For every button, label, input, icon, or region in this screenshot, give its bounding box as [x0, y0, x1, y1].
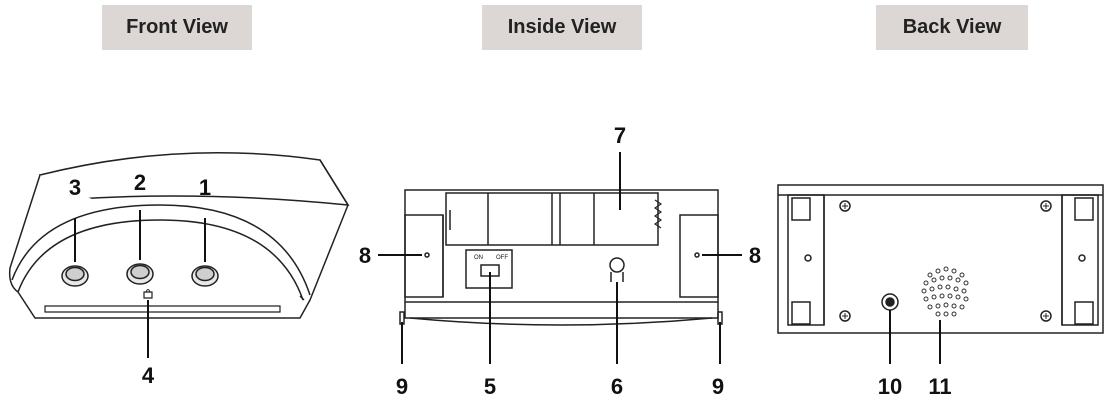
front-view-label: Front View: [102, 5, 252, 50]
callout-2: 2: [134, 170, 146, 195]
callout-11: 11: [928, 374, 951, 399]
inside-view-label: Inside View: [482, 5, 642, 50]
keyhole-6: [609, 257, 625, 282]
callout-10: 10: [878, 374, 902, 399]
back-view-drawing: [777, 184, 1104, 334]
button-1: [191, 265, 219, 287]
callout-5: 5: [484, 374, 496, 399]
switch-on-label: ON: [474, 255, 483, 261]
back-view-label: Back View: [876, 5, 1028, 50]
screw-top-right: [1040, 200, 1052, 212]
callout-3: 3: [69, 175, 81, 200]
callout-9-left: 9: [396, 374, 408, 399]
screw-top-left: [839, 200, 851, 212]
callout-7: 7: [614, 123, 626, 148]
callout-6: 6: [611, 374, 623, 399]
button-2: [126, 263, 154, 285]
speaker-grille-11: [921, 266, 969, 317]
screw-bottom-left: [839, 310, 851, 322]
callout-4: 4: [142, 363, 155, 388]
inside-view-drawing: [399, 189, 723, 326]
indicator-4: [143, 289, 153, 299]
screw-bottom-right: [1040, 310, 1052, 322]
front-view-drawing: [8, 151, 350, 319]
button-3: [61, 265, 89, 287]
switch-off-label: OFF: [496, 255, 508, 261]
callout-8-left: 8: [359, 243, 371, 268]
callout-1: 1: [199, 175, 211, 200]
callout-9-right: 9: [712, 374, 724, 399]
callout-8-right: 8: [749, 243, 761, 268]
